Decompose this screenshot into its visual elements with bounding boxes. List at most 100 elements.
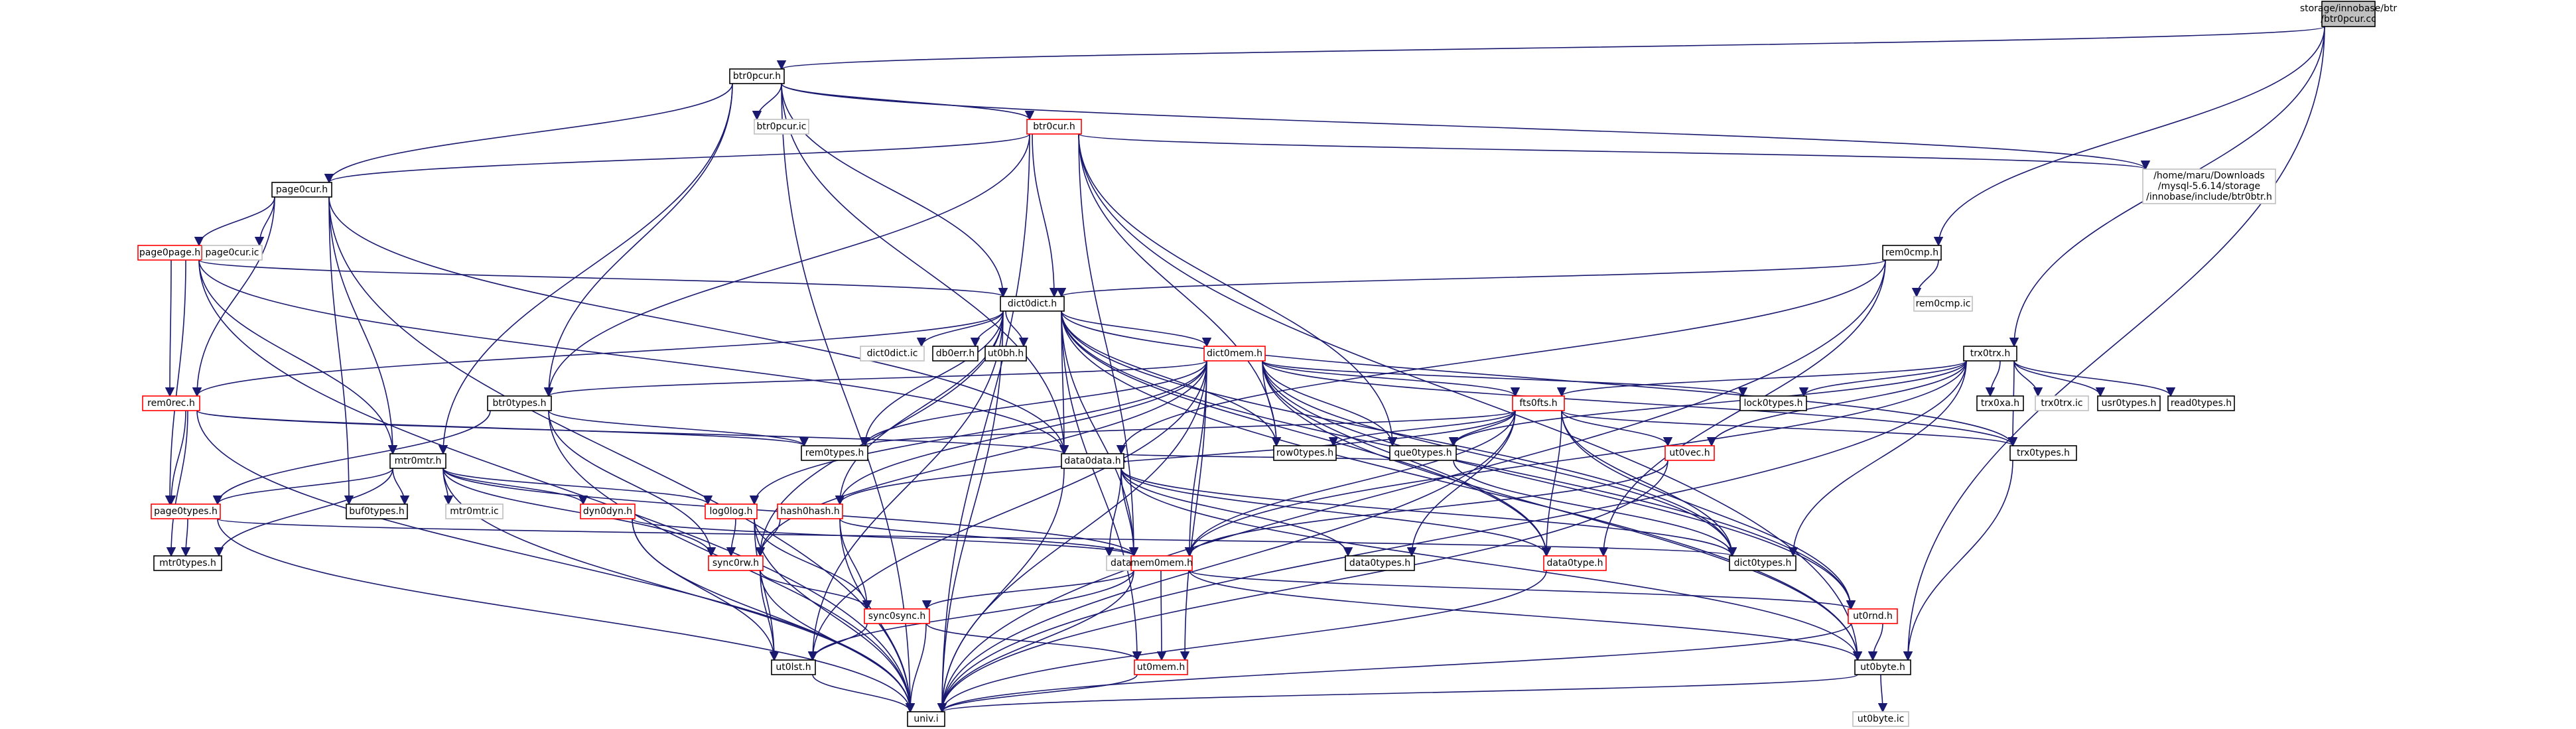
edge-trx0trx_h-to-univ_i	[937, 360, 1967, 713]
node-log0log-h[interactable]: log0log.h	[705, 503, 758, 519]
edge-dict0mem_h-to-lock0types_h	[1262, 360, 1747, 397]
edge-dict0dict_h-to-dict0dict_ic	[916, 310, 1004, 348]
node-lock0types-h[interactable]: lock0types.h	[1739, 395, 1807, 411]
edge-trx0trx_h-to-trx0trx_ic	[2013, 360, 2043, 397]
edge-data0data_h-to-data0type_h	[1120, 468, 1552, 557]
node-read0types-h[interactable]: read0types.h	[2167, 395, 2235, 411]
node-home-path[interactable]: /home/maru/Downloads/mysql-5.6.14/storag…	[2142, 168, 2276, 204]
node-label: dict0dict.h	[1008, 298, 1057, 309]
node-trx0xa-h[interactable]: trx0xa.h	[1976, 395, 2024, 411]
edge-mem0mem_h-to-sync0sync_h	[921, 570, 1134, 610]
node-db0err-h[interactable]: db0err.h	[932, 346, 979, 362]
node-root[interactable]: storage/innobase/btr/btr0pcur.cc	[2300, 1, 2398, 27]
node-box	[2035, 395, 2089, 411]
edge-fts0fts_h-to-univ_i	[937, 410, 1516, 713]
edge-mtr0mtr_h-to-mtr0types_h	[214, 468, 393, 557]
node-box	[1203, 346, 1266, 362]
edge-trx0trx_h-to-usr0types_h	[2013, 360, 2106, 397]
node-rem0rec-h[interactable]: rem0rec.h	[142, 395, 200, 411]
node-data0type-h[interactable]: data0type.h	[1543, 555, 1607, 571]
node-ut0lst-h[interactable]: ut0lst.h	[771, 659, 816, 675]
node-buf0types-h[interactable]: buf0types.h	[346, 503, 408, 519]
edge-ut0byte_h-to-univ_i	[937, 674, 1858, 713]
edge-rem0rec_h-to-data0data_h	[196, 410, 1069, 455]
node-label: ut0vec.h	[1669, 448, 1710, 458]
node-usr0types-h[interactable]: usr0types.h	[2097, 395, 2161, 411]
node-sync0sync-h[interactable]: sync0sync.h	[864, 608, 930, 624]
node-label: dyn0dyn.h	[583, 506, 632, 517]
node-label: data0types.h	[1349, 558, 1410, 568]
edge-que0types_h-to-data0data_h	[1117, 452, 1393, 463]
node-rem0cmp-h[interactable]: rem0cmp.h	[1882, 245, 1942, 261]
node-mem0mem-h[interactable]: mem0mem.h	[1130, 555, 1193, 571]
node-data0types-h[interactable]: data0types.h	[1345, 555, 1415, 571]
node-dict0mem-h[interactable]: dict0mem.h	[1203, 346, 1266, 362]
node-trx0trx-ic[interactable]: trx0trx.ic	[2035, 395, 2089, 411]
node-dict0types-h[interactable]: dict0types.h	[1729, 555, 1796, 571]
node-rem0types-h[interactable]: rem0types.h	[801, 445, 868, 461]
node-univ-i[interactable]: univ.i	[907, 711, 945, 727]
node-box	[907, 711, 945, 727]
node-ut0byte-ic[interactable]: ut0byte.ic	[1852, 711, 1909, 727]
node-hash0hash-h[interactable]: hash0hash.h	[777, 503, 843, 519]
node-mtr0mtr-ic[interactable]: mtr0mtr.ic	[445, 503, 504, 519]
node-sync0rw-h[interactable]: sync0rw.h	[708, 555, 764, 571]
node-dict0dict-ic[interactable]: dict0dict.ic	[860, 346, 925, 362]
node-label: rem0cmp.ic	[1916, 298, 1971, 309]
node-label: trx0trx.h	[1970, 348, 2011, 359]
node-ut0vec-h[interactable]: ut0vec.h	[1664, 445, 1715, 461]
node-btr0types-h[interactable]: btr0types.h	[487, 395, 552, 411]
node-label: hash0hash.h	[780, 506, 839, 517]
node-box	[445, 503, 504, 519]
node-label: page0types.h	[154, 506, 218, 517]
node-rem0cmp-ic[interactable]: rem0cmp.ic	[1913, 296, 1973, 312]
node-dict0dict-h[interactable]: dict0dict.h	[1000, 296, 1065, 312]
node-btr0cur-h[interactable]: btr0cur.h	[1026, 119, 1082, 135]
node-label: dict0types.h	[1734, 558, 1792, 568]
node-mtr0types-h[interactable]: mtr0types.h	[153, 555, 222, 571]
edge-btr0pcur_h-to-btr0types_h	[543, 83, 733, 397]
node-box	[1976, 395, 2024, 411]
node-mtr0mtr-h[interactable]: mtr0mtr.h	[389, 453, 446, 469]
node-page0cur-h[interactable]: page0cur.h	[271, 182, 332, 198]
edge-btr0pcur_h-to-mtr0mtr_h	[438, 83, 733, 455]
node-label: /innobase/include/btr0btr.h	[2146, 192, 2272, 202]
node-btr0pcur-ic[interactable]: btr0pcur.ic	[754, 119, 809, 135]
edge-ut0vec_h-to-univ_i	[937, 460, 1668, 713]
node-label: /btr0pcur.cc	[2321, 14, 2376, 25]
node-box	[708, 555, 764, 571]
edge-dict0dict_h-to-row0types_h	[1061, 310, 1282, 447]
node-que0types-h[interactable]: que0types.h	[1389, 445, 1457, 461]
edge-btr0cur_h-to-que0types_h	[1078, 133, 1398, 447]
node-box	[346, 503, 408, 519]
edge-fts0fts_h-to-ut0rnd_h	[1561, 410, 1856, 610]
node-label: buf0types.h	[349, 506, 405, 517]
node-page0types-h[interactable]: page0types.h	[151, 503, 221, 519]
node-ut0mem-h[interactable]: ut0mem.h	[1134, 659, 1188, 675]
node-label: page0page.h	[139, 247, 200, 258]
edge-log0log_h-to-sync0rw_h	[726, 518, 736, 557]
node-data0data-h[interactable]: data0data.h	[1061, 453, 1124, 469]
node-trx0types-h[interactable]: trx0types.h	[2009, 445, 2077, 461]
node-page0cur-ic[interactable]: page0cur.ic	[202, 245, 263, 261]
edge-sync0rw_h-to-sync0sync_h	[760, 570, 872, 610]
node-page0page-h[interactable]: page0page.h	[137, 245, 202, 261]
edge-dict0dict_h-to-mem0mem_h	[1061, 310, 1139, 557]
node-ut0bh-h[interactable]: ut0bh.h	[984, 346, 1027, 362]
node-label: lock0types.h	[1743, 398, 1802, 409]
node-row0types-h[interactable]: row0types.h	[1273, 445, 1337, 461]
edge-btr0types_h-to-page0types_h	[212, 410, 491, 505]
node-box	[1273, 445, 1337, 461]
node-ut0byte-h[interactable]: ut0byte.h	[1854, 659, 1911, 675]
node-dyn0dyn-h[interactable]: dyn0dyn.h	[580, 503, 636, 519]
node-btr0pcur-h[interactable]: btr0pcur.h	[729, 68, 785, 84]
edge-ut0vec_h-to-mem0mem_h	[1184, 460, 1668, 557]
node-box	[729, 68, 785, 84]
edge-trx0trx_h-to-mem0mem_h	[1184, 360, 1967, 557]
node-label: db0err.h	[936, 348, 975, 359]
node-ut0rnd-h[interactable]: ut0rnd.h	[1848, 608, 1898, 624]
edge-btr0pcur_h-to-page0cur_h	[324, 83, 733, 184]
edge-root-to-ut0byte_h	[1903, 26, 2325, 661]
node-fts0fts-h[interactable]: fts0fts.h	[1512, 395, 1565, 411]
node-trx0trx-h[interactable]: trx0trx.h	[1963, 346, 2017, 362]
